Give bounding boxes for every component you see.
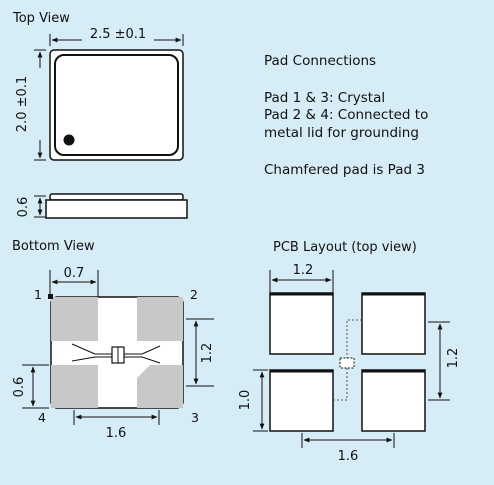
bottom-pad-3-chamfered <box>137 365 183 408</box>
pcb-layout-title: PCB Layout (top view) <box>273 240 417 255</box>
bottom-pad-pitch-v-dimension: 1.2 <box>186 318 215 387</box>
pcb-pad-pitch-v-dimension: 1.2 <box>428 321 461 401</box>
pad-number-1: 1 <box>34 287 42 302</box>
notes-line2b: metal lid for grounding <box>264 125 419 141</box>
top-width-dimension: 2.5 ±0.1 <box>49 27 184 46</box>
notes-line1: Pad 1 & 3: Crystal <box>264 90 385 106</box>
side-thickness-label: 0.6 <box>16 197 31 218</box>
bottom-pad-pitch-h-label: 1.6 <box>106 426 127 441</box>
bottom-pad-width-dimension: 0.7 <box>49 266 99 298</box>
pcb-pad-width-dimension: 1.2 <box>269 263 334 294</box>
pcb-pad-4 <box>269 369 334 432</box>
pcb-pad-height-dimension: 1.0 <box>238 369 268 432</box>
bottom-pad-1 <box>51 297 98 341</box>
pcb-pad-height-label: 1.0 <box>238 390 253 411</box>
notes-line2a: Pad 2 & 4: Connected to <box>264 107 428 123</box>
package-top-view <box>49 49 184 161</box>
pcb-pad-3 <box>361 369 426 432</box>
bottom-pad-4 <box>51 365 98 408</box>
notes-heading: Pad Connections <box>264 53 376 69</box>
top-height-dimension: 2.0 ±0.1 <box>15 49 46 161</box>
pcb-center-guide <box>333 319 362 401</box>
pcb-pad-pitch-h-dimension: 1.6 <box>301 433 395 464</box>
bottom-pad-height-dimension: 0.6 <box>12 364 49 409</box>
package-bottom-view <box>48 294 184 409</box>
top-width-label: 2.5 ±0.1 <box>90 27 146 42</box>
pcb-pad-1 <box>269 292 334 355</box>
package-side-view: 0.6 <box>16 193 188 219</box>
bottom-pad-pitch-v-label: 1.2 <box>200 343 215 364</box>
bottom-view-title: Bottom View <box>12 239 95 254</box>
notes-line3: Chamfered pad is Pad 3 <box>264 162 425 178</box>
bottom-pad-pitch-h-dimension: 1.6 <box>73 410 160 441</box>
pin1-marker-dot <box>63 134 75 146</box>
top-height-label: 2.0 ±0.1 <box>15 76 30 132</box>
pcb-pad-width-label: 1.2 <box>293 263 314 278</box>
pcb-pad-pitch-v-label: 1.2 <box>446 348 461 369</box>
bottom-pad-2 <box>137 297 183 341</box>
pad-number-4: 4 <box>38 410 46 425</box>
bottom-pad-width-label: 0.7 <box>64 266 85 281</box>
pcb-pad-2 <box>361 292 426 355</box>
top-view-title: Top View <box>12 11 70 26</box>
pad-connections-notes: Pad Connections Pad 1 & 3: Crystal Pad 2… <box>264 53 428 178</box>
bottom-pad-height-label: 0.6 <box>12 377 27 398</box>
pad-number-3: 3 <box>191 410 199 425</box>
pcb-pads <box>269 292 426 432</box>
pcb-pad-pitch-h-label: 1.6 <box>338 449 359 464</box>
pad-number-2: 2 <box>190 287 198 302</box>
